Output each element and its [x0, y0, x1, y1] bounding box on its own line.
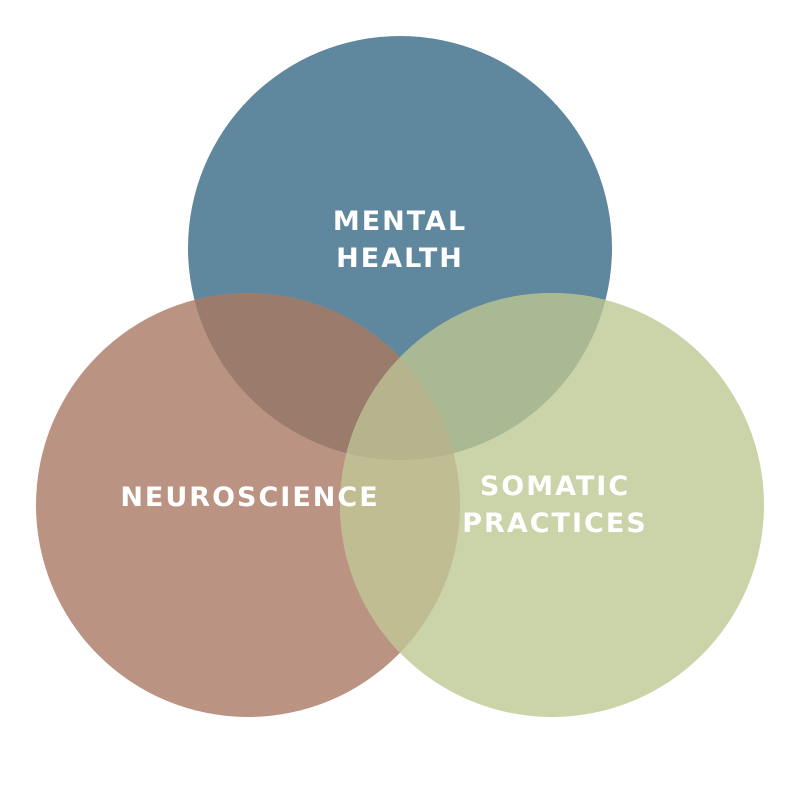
overlap-mental-neuro: [188, 293, 460, 460]
label-practices: PRACTICES: [462, 508, 647, 539]
label-mental: MENTAL: [333, 206, 467, 237]
label-neuroscience: NEUROSCIENCE: [120, 482, 379, 513]
label-health: HEALTH: [336, 243, 464, 274]
overlap-mental-somatic: [340, 293, 612, 460]
label-somatic: SOMATIC: [480, 471, 630, 502]
